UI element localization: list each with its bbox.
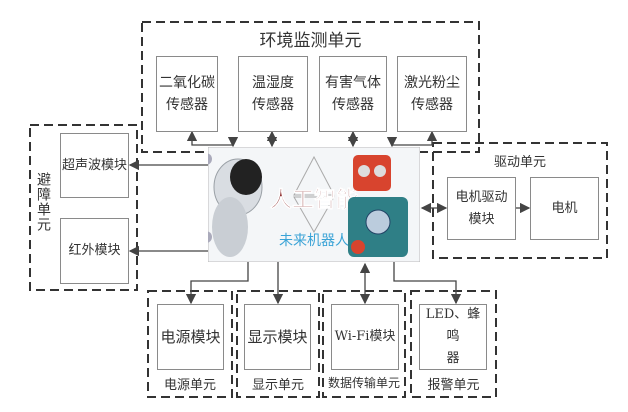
power-unit-label: 电源单元	[163, 378, 216, 393]
co2-connector	[186, 130, 239, 148]
avoid-unit-frame	[29, 124, 138, 291]
data-unit-frame	[322, 290, 406, 398]
drive-unit-title: 驱动单元	[493, 155, 546, 170]
alarm-module-box: LED、蜂鸣器	[419, 304, 487, 370]
co2-sensor-box: 二氧化碳传感器	[156, 56, 218, 132]
power-unit-frame	[147, 290, 233, 398]
alarm-module-line2: 器	[446, 351, 460, 366]
motor-driver-line2: 模块	[468, 211, 495, 227]
display-module-box: 显示模块	[244, 304, 311, 370]
drive-unit-frame	[432, 142, 608, 259]
co2-sensor-line1: 二氧化碳	[159, 75, 215, 91]
robot-illustration: 人工智能 未来机器人	[200, 146, 421, 263]
dust-sensor-box: 激光粉尘传感器	[397, 56, 467, 132]
humidity-sensor-line1: 温湿度	[252, 75, 294, 91]
alarm-unit-frame	[410, 290, 497, 398]
wifi-module-box: Wi-Fi模块	[331, 304, 399, 370]
alarm-unit-label: 报警单元	[427, 378, 480, 393]
alarm-connector	[393, 262, 462, 305]
humidity-sensor-line2: 传感器	[252, 97, 294, 113]
power-module-box: 电源模块	[157, 304, 224, 370]
display-unit-frame	[236, 290, 320, 398]
env-unit-title: 环境监测单元	[259, 31, 362, 51]
motor-box: 电机	[530, 177, 599, 240]
dust-connector	[386, 130, 438, 148]
gas-sensor-box: 有害气体传感器	[319, 56, 387, 132]
power-connector	[185, 262, 249, 305]
motor-driver-box: 电机驱动模块	[447, 177, 516, 240]
gas-sensor-line2: 传感器	[332, 97, 374, 113]
data-unit-label: 数据传输单元	[327, 376, 400, 390]
ultrasonic-module-box: 超声波模块	[60, 133, 129, 198]
co2-sensor-line2: 传感器	[166, 97, 208, 113]
alarm-module-line1: LED、蜂鸣	[425, 307, 481, 344]
humidity-sensor-box: 温湿度传感器	[238, 56, 308, 132]
dust-sensor-line2: 传感器	[411, 97, 453, 113]
avoid-unit-title: 避障单元	[35, 172, 51, 232]
motor-driver-line1: 电机驱动	[455, 189, 508, 205]
logo-sub-text: 未来机器人	[279, 233, 349, 249]
ai-robot-image: 人工智能 未来机器人	[200, 146, 421, 263]
infrared-module-box: 红外模块	[60, 218, 129, 284]
display-unit-label: 显示单元	[251, 378, 304, 393]
gas-sensor-line1: 有害气体	[325, 75, 381, 91]
dust-sensor-line1: 激光粉尘	[404, 75, 460, 91]
logo-main-text: 人工智能	[270, 187, 358, 213]
